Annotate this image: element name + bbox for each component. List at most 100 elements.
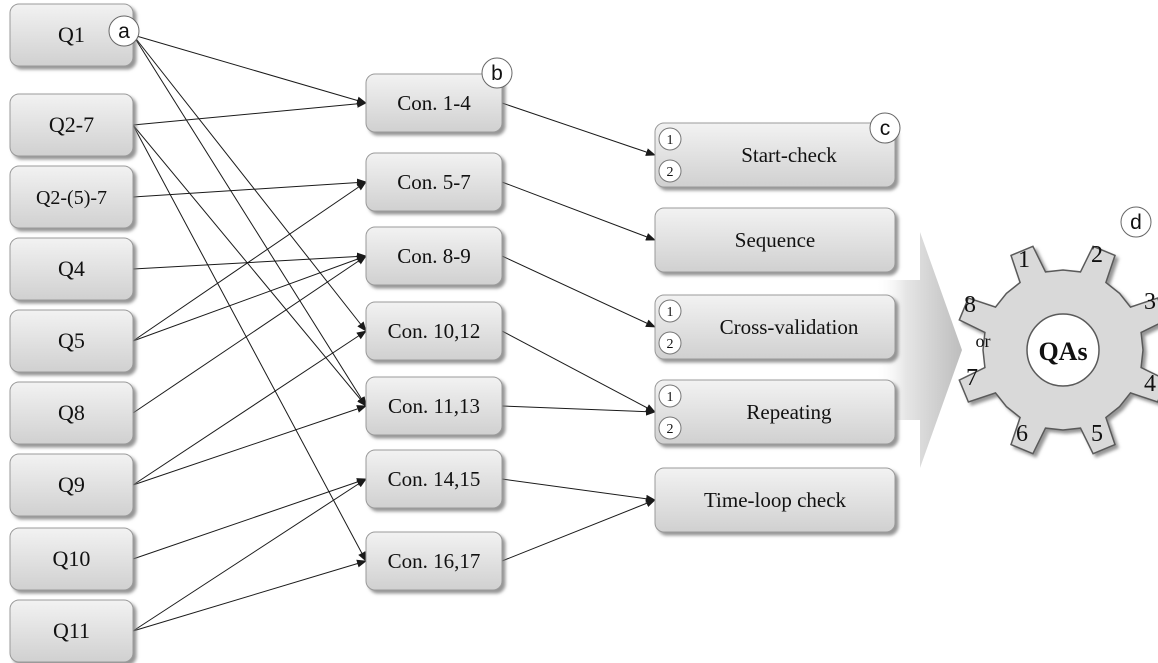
gear-tooth-label: 3 bbox=[1144, 289, 1156, 315]
gear-tooth-label: 7 bbox=[966, 365, 978, 391]
constraint-box-c1415: Con. 14,15 bbox=[365, 449, 503, 509]
badge-label: 2 bbox=[667, 165, 674, 180]
gear-center-circle bbox=[1026, 313, 1100, 387]
question-box-q5-label: Q5 bbox=[58, 328, 85, 353]
link-q9-c1012 bbox=[132, 330, 367, 486]
badge-circle bbox=[658, 299, 682, 323]
constraint-box-c1113-label: Con. 11,13 bbox=[388, 394, 480, 418]
constraint-box-c1415-label: Con. 14,15 bbox=[388, 467, 481, 491]
question-box-q27-shape bbox=[9, 93, 134, 157]
question-box-q8-shape bbox=[9, 381, 134, 445]
section-markers: a b c d bbox=[108, 15, 1152, 238]
link-q4-c89 bbox=[132, 252, 367, 270]
badge-label: 2 bbox=[667, 422, 674, 437]
link-q8-c89 bbox=[132, 255, 367, 414]
gear-or-label: or bbox=[976, 331, 991, 351]
check-box-start-label: Start-check bbox=[741, 143, 837, 167]
question-box-q9-shape bbox=[9, 453, 134, 517]
check-badge-cross-1: 1 bbox=[658, 299, 682, 323]
constraint-box-c1415-shape bbox=[365, 449, 503, 509]
question-box-q1-label: Q1 bbox=[58, 22, 85, 47]
check-badge-start-2: 2 bbox=[658, 159, 682, 183]
gear-center-label: QAs bbox=[1038, 337, 1087, 366]
link-c89-cross bbox=[501, 255, 656, 328]
constraint-box-c57: Con. 5-7 bbox=[365, 152, 503, 212]
badge-label: 1 bbox=[667, 305, 674, 320]
question-box-q11-shape bbox=[9, 599, 134, 663]
link-c1113-repeating bbox=[501, 405, 656, 416]
link-q257-c57 bbox=[132, 178, 367, 198]
link-c1415-timeloop bbox=[501, 478, 656, 503]
link-q1-c1113 bbox=[132, 34, 367, 407]
transition-arrow bbox=[875, 232, 962, 468]
constraint-box-c1617-shape bbox=[365, 531, 503, 591]
section-marker-b: b bbox=[481, 57, 513, 89]
check-box-start-shape bbox=[654, 122, 896, 188]
link-q11-c1617 bbox=[132, 559, 367, 632]
constraint-box-c57-shape bbox=[365, 152, 503, 212]
marker-label: a bbox=[118, 20, 130, 43]
question-box-q27-label: Q2-7 bbox=[49, 112, 94, 137]
gear-tooth-label: 2 bbox=[1091, 242, 1103, 268]
link-q1-c1012 bbox=[132, 34, 367, 332]
question-box-q9-label: Q9 bbox=[58, 472, 85, 497]
gear-tooth-label: 1 bbox=[1018, 247, 1030, 273]
gear-tooth-label: 6 bbox=[1016, 421, 1028, 447]
section-marker-c: c bbox=[869, 112, 901, 144]
marker-circle bbox=[108, 15, 140, 47]
marker-circle bbox=[869, 112, 901, 144]
link-q27-c1617 bbox=[132, 124, 367, 562]
check-box-repeating-shape bbox=[654, 379, 896, 445]
gear-tooth-label: 8 bbox=[964, 292, 976, 318]
gear-tooth-label: 5 bbox=[1091, 421, 1103, 447]
question-box-q10-shape bbox=[9, 527, 134, 591]
qa-gear: QAs or 1 2 3 4 5 6 7 8 bbox=[958, 242, 1158, 455]
check-box-sequence: Sequence bbox=[654, 207, 896, 273]
check-box-timeloop: Time-loop check bbox=[654, 467, 896, 533]
question-box-q1: Q1 bbox=[9, 3, 134, 67]
badge-circle bbox=[658, 384, 682, 408]
check-badge-repeating-2: 2 bbox=[658, 416, 682, 440]
connection-lines bbox=[132, 34, 656, 632]
gear-tooth-labels: 1 2 3 4 5 6 7 8 bbox=[964, 242, 1156, 447]
question-box-q5: Q5 bbox=[9, 309, 134, 373]
constraint-box-c1113-shape bbox=[365, 376, 503, 436]
constraint-box-c1012-label: Con. 10,12 bbox=[388, 319, 481, 343]
question-box-q8-label: Q8 bbox=[58, 400, 85, 425]
check-box-timeloop-label: Time-loop check bbox=[704, 488, 847, 512]
link-q27-c1113 bbox=[132, 124, 367, 407]
question-box-q257-label: Q2-(5)-7 bbox=[36, 187, 107, 209]
link-q5-c57 bbox=[132, 181, 367, 342]
question-box-q4: Q4 bbox=[9, 237, 134, 301]
question-box-q4-label: Q4 bbox=[58, 256, 85, 281]
check-badge-start-1: 1 bbox=[658, 127, 682, 151]
constraint-box-c89-label: Con. 8-9 bbox=[397, 244, 471, 268]
check-box-cross-label: Cross-validation bbox=[720, 315, 859, 339]
gear-tooth-label: 4 bbox=[1144, 371, 1156, 397]
marker-circle bbox=[481, 57, 513, 89]
link-q11-c1415 bbox=[132, 478, 367, 632]
link-c14-start bbox=[501, 102, 656, 156]
badge-circle bbox=[658, 416, 682, 440]
marker-circle bbox=[1120, 206, 1152, 238]
badge-circle bbox=[658, 331, 682, 355]
check-badge-repeating-1: 1 bbox=[658, 384, 682, 408]
question-box-q5-shape bbox=[9, 309, 134, 373]
link-c1012-repeating bbox=[501, 330, 656, 413]
question-box-q10-label: Q10 bbox=[53, 546, 91, 571]
constraint-box-c1012-shape bbox=[365, 301, 503, 361]
check-box-sequence-label: Sequence bbox=[735, 228, 815, 252]
link-c1617-timeloop bbox=[501, 499, 656, 562]
constraint-box-c57-label: Con. 5-7 bbox=[397, 170, 471, 194]
question-box-q4-shape bbox=[9, 237, 134, 301]
section-marker-d: d bbox=[1120, 206, 1152, 238]
marker-label: d bbox=[1130, 211, 1142, 234]
check-box-start: Start-check 1 2 bbox=[654, 122, 896, 188]
constraint-box-c1617: Con. 16,17 bbox=[365, 531, 503, 591]
question-box-q10: Q10 bbox=[9, 527, 134, 591]
section-marker-a: a bbox=[108, 15, 140, 47]
link-q9-c1113 bbox=[132, 405, 367, 486]
